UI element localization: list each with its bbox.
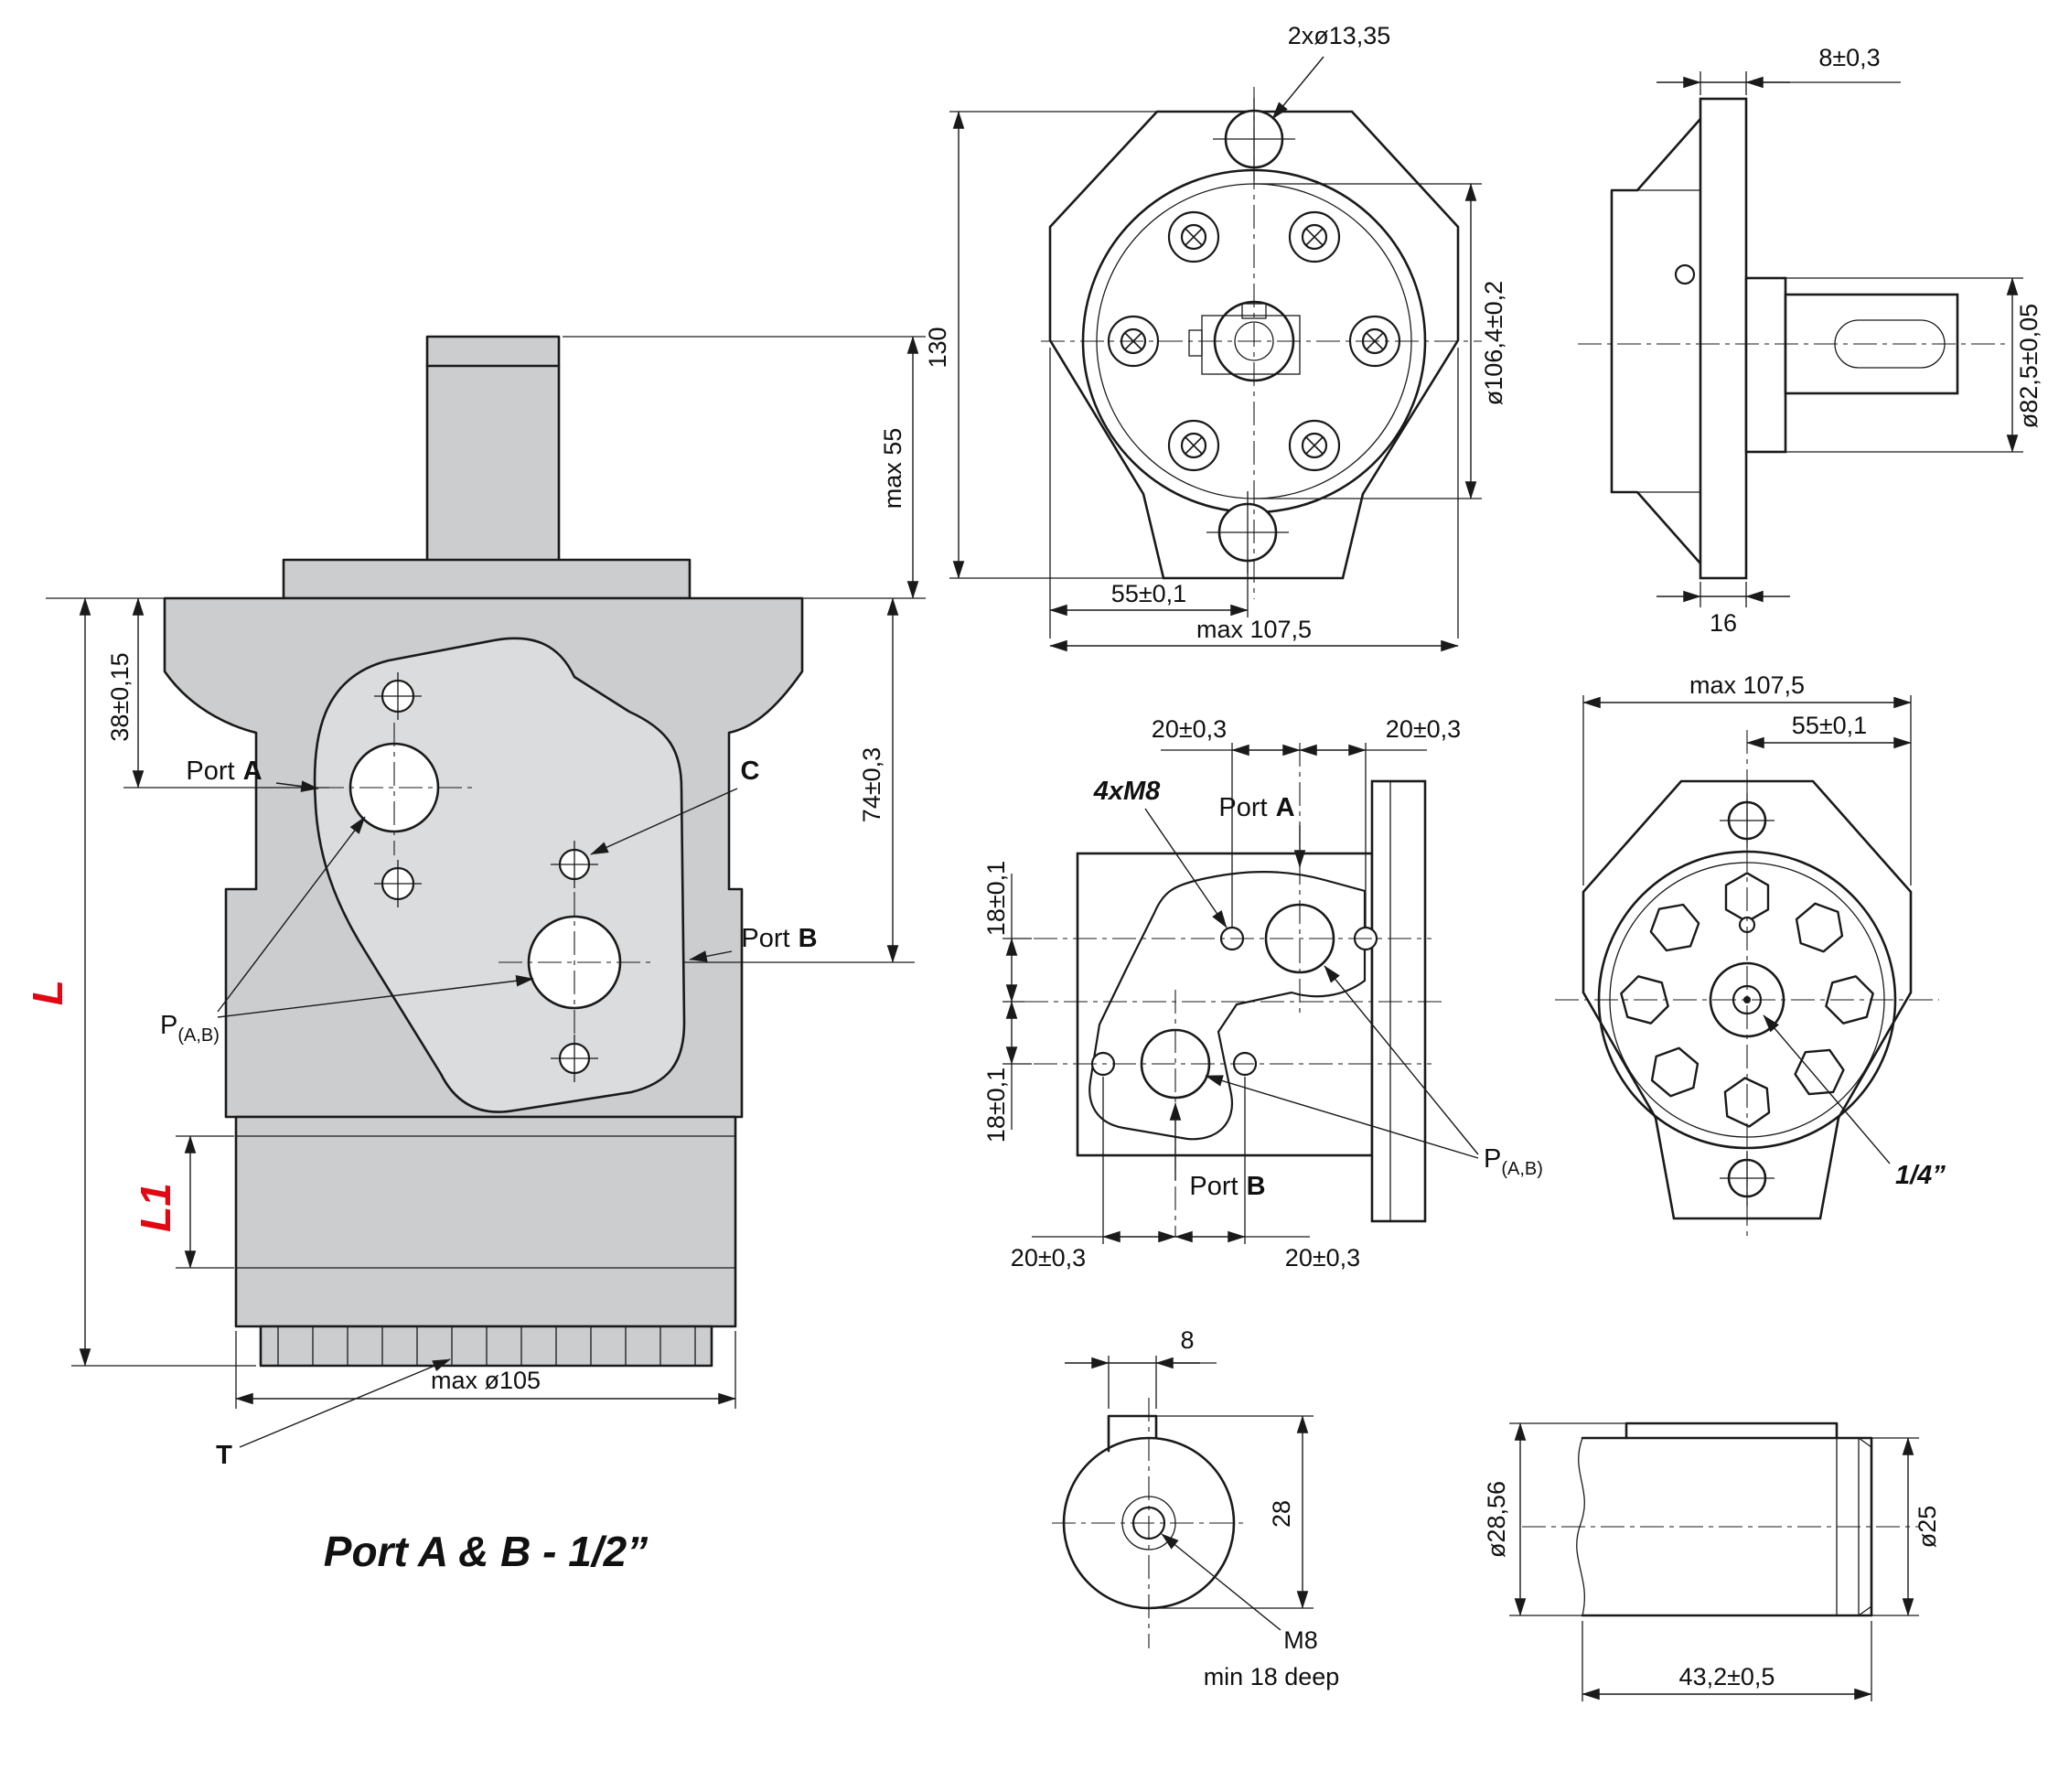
label-4xm8: 4xM8 (1093, 777, 1161, 806)
gerotor-section (234, 1115, 737, 1328)
shaft-side-view: ø28,56 ø25 43,2±0,5 (1483, 1422, 1941, 1701)
label-port-b-letter: B (799, 924, 818, 953)
leader-port-a (275, 780, 319, 792)
dim-text-bolt-holes: 2xø13,35 (1288, 22, 1391, 49)
flange-neck (282, 558, 692, 600)
port-face-view: 20±0,3 20±0,3 4xM8 Port A 18±0,1 18±0,1 P… (982, 715, 1543, 1272)
dim-text-55: 55±0,1 (1792, 712, 1867, 739)
shaft-bore-circle (1234, 321, 1274, 361)
port-size-note: Port A & B - 1/2” (324, 1528, 648, 1575)
leader-p-to-port-b (1205, 1075, 1479, 1159)
hole-crosshairs (374, 672, 598, 1082)
label-p-sub: (A,B) (177, 1025, 220, 1046)
socket-screw (1167, 419, 1220, 472)
leader-port-b (689, 950, 733, 962)
dim-text-max105: max ø105 (431, 1367, 541, 1394)
label-port-b-word: Port (1189, 1172, 1238, 1201)
break-line (1576, 1437, 1585, 1616)
dim-text-8: 8±0,3 (1818, 44, 1880, 71)
front-flange-view: 2xø13,35 130 ø106,4±0,2 55±0,1 max 107,5 (924, 22, 1507, 652)
socket-screw (1167, 210, 1220, 263)
dim-text-20-tr: 20±0,3 (1386, 715, 1461, 743)
dim-text-18-lower: 18±0,1 (982, 1068, 1010, 1143)
socket-screw (1288, 210, 1341, 263)
key-notch (1188, 329, 1203, 357)
leader-p-to-port-a (1324, 965, 1479, 1155)
dim-text-130: 130 (924, 327, 951, 368)
dim-text-43: 43,2±0,5 (1679, 1663, 1775, 1690)
leader-bolt-holes (1271, 56, 1324, 120)
ext-lines (949, 111, 1482, 638)
label-port-a: Port A (1218, 793, 1294, 822)
centerlines (1041, 87, 1482, 599)
label-quarter-inch: 1/4” (1895, 1161, 1946, 1190)
dim-text-74: 74±0,3 (858, 747, 885, 822)
ext-lines (1509, 1422, 1919, 1701)
dim-text-38: 38±0,15 (106, 652, 134, 741)
label-port-a-letter: A (1276, 793, 1295, 822)
label-m8: M8 (1283, 1626, 1318, 1654)
body-profile (1610, 117, 1702, 565)
label-p: P (160, 1011, 177, 1040)
label-port-a-letter: A (243, 757, 263, 786)
dim-text-20-tl: 20±0,3 (1152, 715, 1227, 743)
centerlines (1555, 730, 1939, 1237)
label-t: T (216, 1441, 232, 1470)
dim-text-max55: max 55 (879, 428, 906, 510)
dim-text-L: L (24, 980, 71, 1005)
label-p-sub: (A,B) (1501, 1159, 1543, 1179)
output-shaft (425, 335, 561, 563)
label-p-ab: P(A,B) (1484, 1144, 1543, 1179)
leader-t (239, 1358, 451, 1448)
dim-text-d82: ø82,5±0,05 (2015, 304, 2043, 428)
leader-p-to-port-a (217, 816, 366, 1013)
label-port-b-word: Port (741, 924, 789, 953)
dim-text-d2856: ø28,56 (1483, 1481, 1510, 1558)
dim-text-20-br: 20±0,3 (1285, 1244, 1360, 1272)
label-port-b-letter: B (1247, 1172, 1266, 1201)
label-port-b: Port B (741, 924, 817, 953)
dim-text-max107: max 107,5 (1196, 616, 1312, 643)
label-port-a: Port A (186, 757, 262, 786)
key-ridge (1624, 1422, 1839, 1440)
dim-text-28: 28 (1268, 1500, 1295, 1528)
dim-text-d25: ø25 (1914, 1506, 1941, 1549)
leader-c (590, 788, 738, 855)
lobe-hole (1674, 263, 1696, 285)
leader-4xm8 (1144, 808, 1228, 928)
label-p: P (1484, 1144, 1501, 1174)
key-tab (1107, 1414, 1158, 1453)
label-thread-depth: min 18 deep (1204, 1663, 1340, 1690)
dim-text-18-upper: 18±0,1 (982, 861, 1010, 936)
spline-teeth (277, 1326, 696, 1366)
leader-m8 (1161, 1533, 1281, 1631)
socket-screw (1288, 419, 1341, 472)
flange-side-view: 8±0,3 ø82,5±0,05 16 (1578, 44, 2043, 637)
shaft-body (1581, 1436, 1873, 1617)
label-port-b: Port B (1189, 1172, 1265, 1201)
centerlines (1024, 743, 1445, 1237)
leader-p-to-port-b (217, 975, 534, 1018)
label-c: C (741, 757, 760, 786)
dim-text-d106: ø106,4±0,2 (1480, 281, 1507, 405)
dim-text-max107: max 107,5 (1689, 671, 1805, 699)
hole-crosshair (1206, 491, 1289, 574)
dim-text-16: 16 (1710, 609, 1737, 637)
label-port-a-word: Port (186, 757, 234, 786)
dim-text-8: 8 (1180, 1326, 1194, 1354)
ext-lines (1582, 695, 1912, 885)
label-p-ab: P(A,B) (160, 1011, 220, 1046)
dim-text-20-bl: 20±0,3 (1011, 1244, 1086, 1272)
shaft-end-view: 8 28 M8 min 18 deep (1052, 1326, 1339, 1690)
leader-quarter-inch (1763, 1014, 1891, 1164)
dim-text-L1: L1 (132, 1183, 179, 1232)
centerlines (1052, 1398, 1246, 1648)
flange-plate (1699, 97, 1748, 580)
rear-view: max 107,5 55±0,1 1/4” (1555, 671, 1946, 1237)
dim-text-55: 55±0,1 (1111, 580, 1186, 607)
side-view: L L1 38±0,15 max 55 74±0,3 max ø105 Port… (24, 335, 926, 1575)
pilot-hub (1744, 276, 1787, 454)
label-port-a-word: Port (1218, 793, 1267, 822)
